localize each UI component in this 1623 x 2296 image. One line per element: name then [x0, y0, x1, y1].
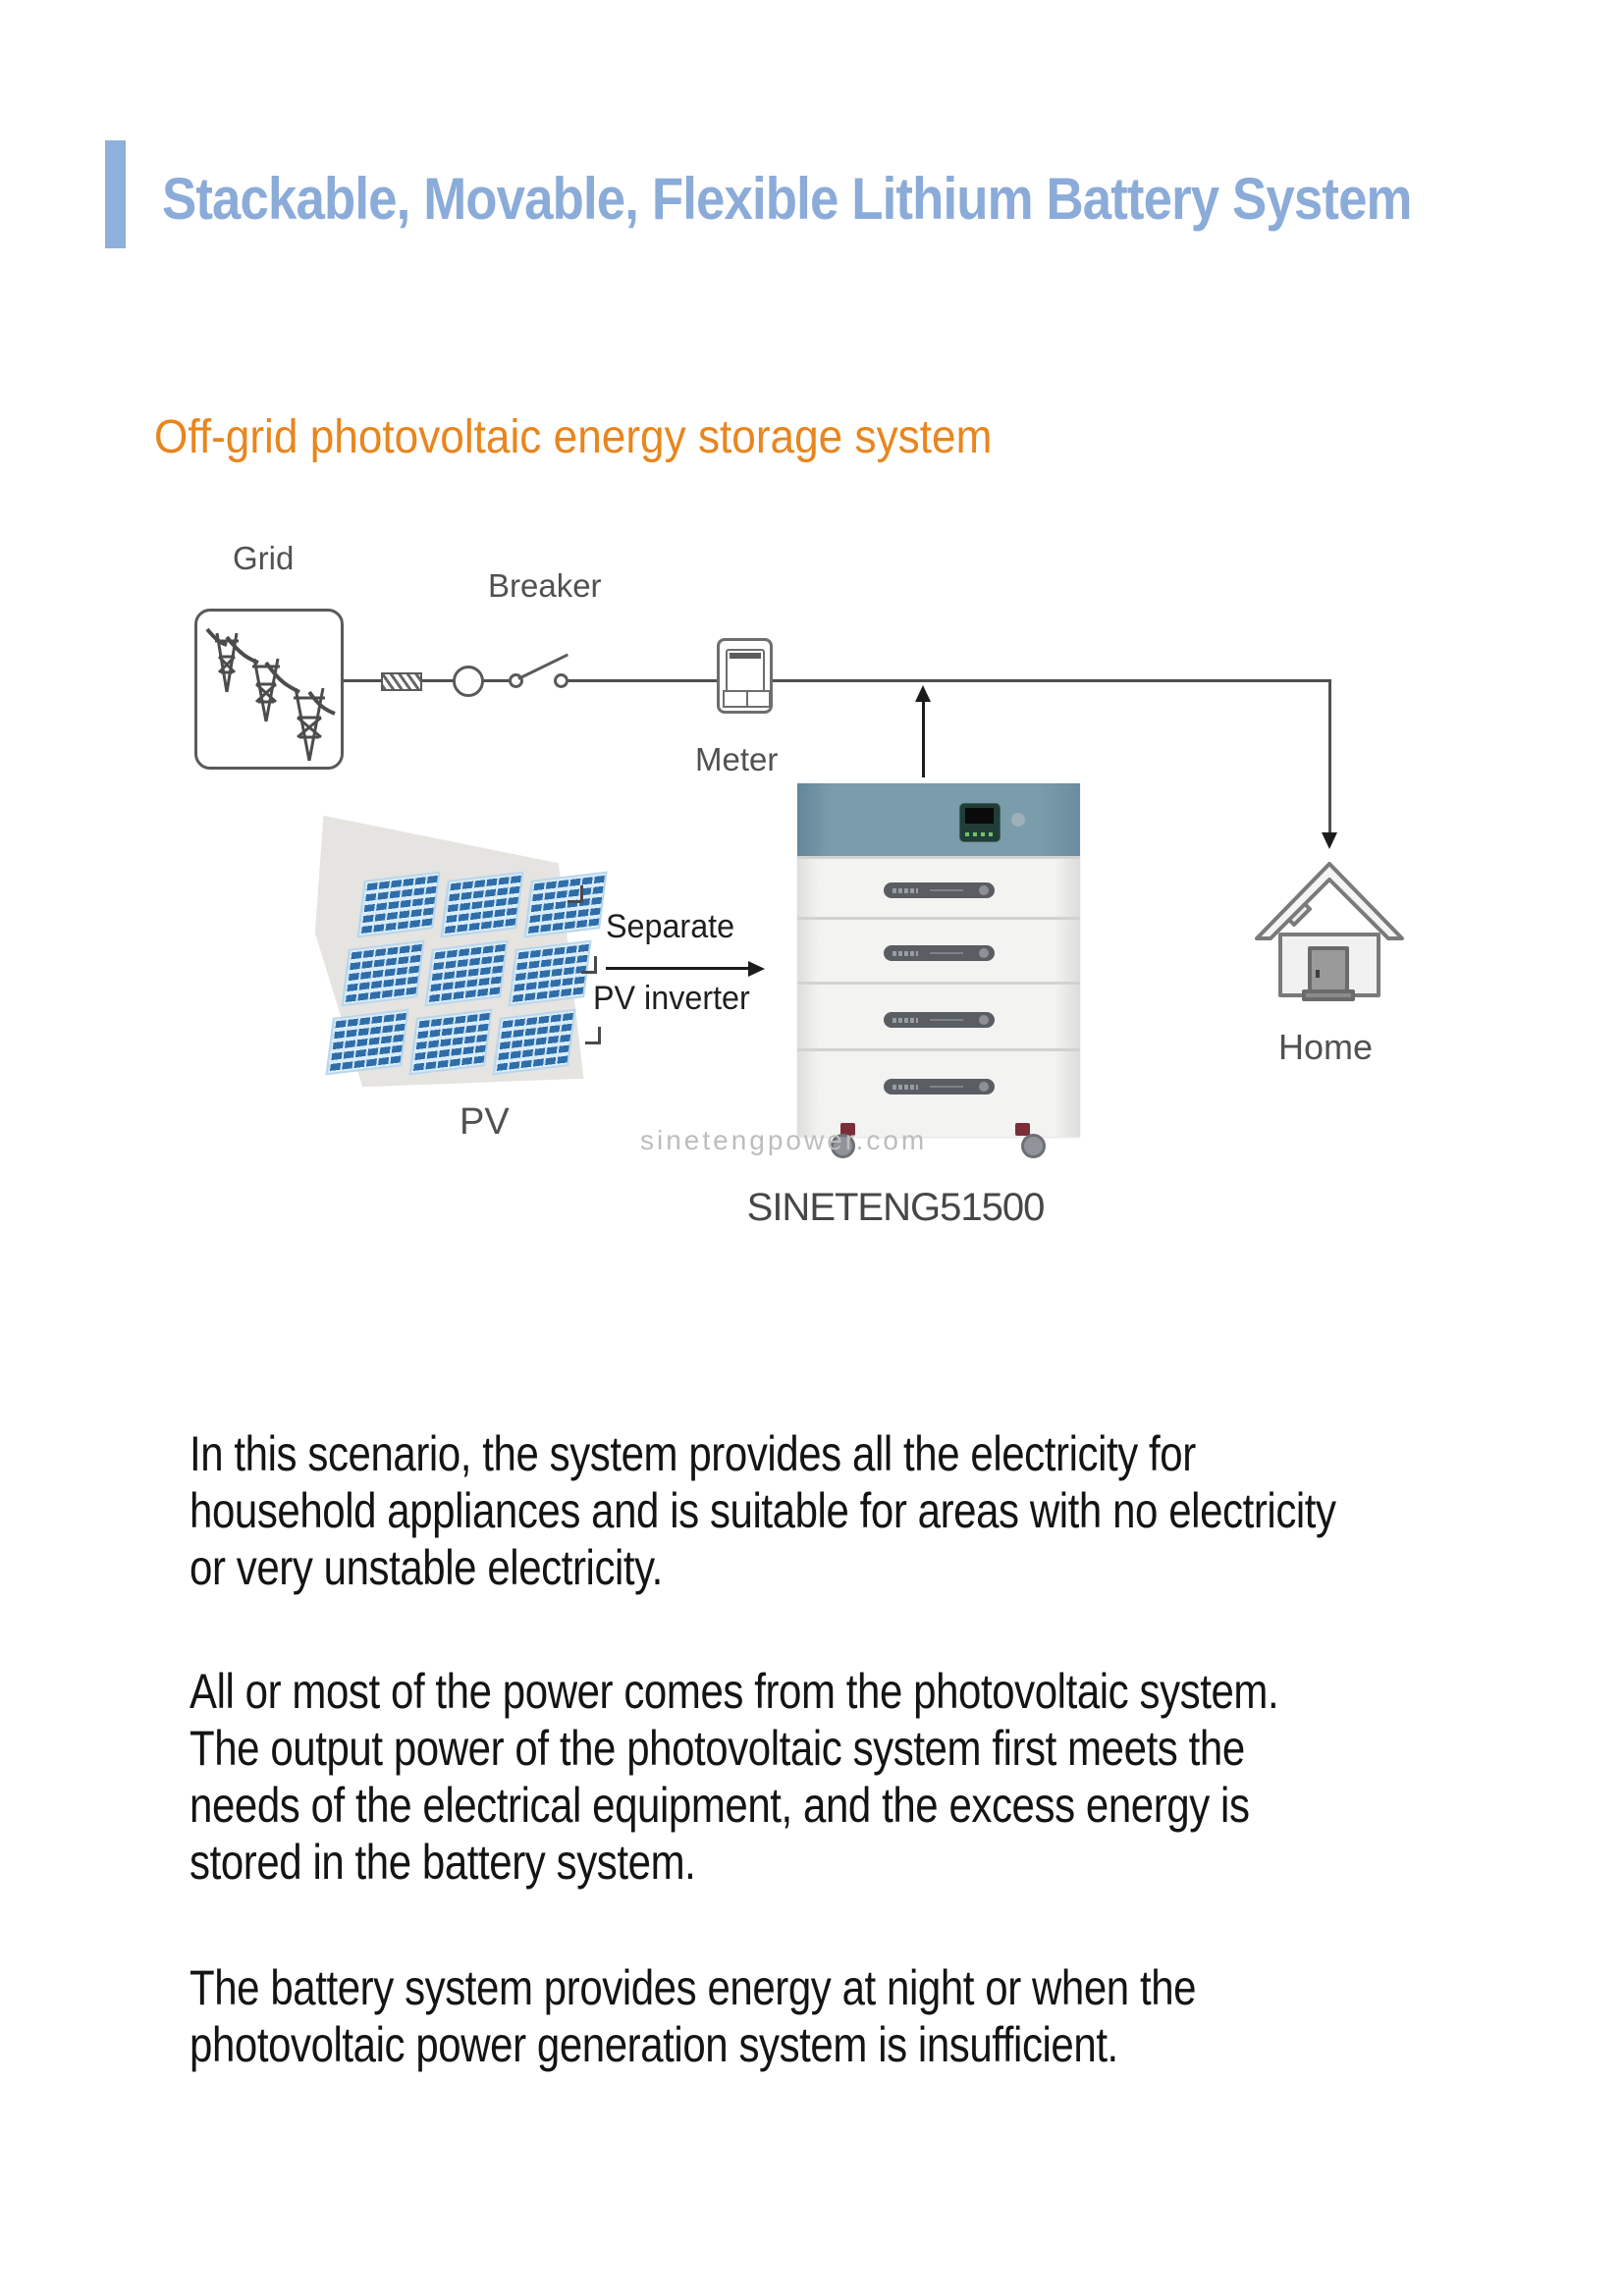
battery-module: [797, 982, 1080, 1051]
battery-stack: [797, 783, 1080, 1137]
paragraph-line: household appliances and is suitable for…: [189, 1483, 1336, 1538]
paragraph-line: needs of the electrical equipment, and t…: [189, 1778, 1250, 1833]
arrowhead-to-home: [1322, 832, 1337, 849]
solar-panel-icon: [356, 871, 441, 938]
pv-panel-row: [325, 1008, 576, 1076]
pv-label: PV: [460, 1101, 510, 1143]
battery-inverter-head: [797, 783, 1080, 856]
paragraph-line: photovoltaic power generation system is …: [189, 2017, 1118, 2072]
paragraph-1: In this scenario, the system provides al…: [189, 1425, 1336, 1596]
paragraph-3: The battery system provides energy at ni…: [189, 1959, 1197, 2073]
breaker-label: Breaker: [488, 567, 602, 604]
pv-to-battery-arrowhead: [748, 961, 765, 977]
solar-panel-icon: [341, 939, 425, 1007]
arrowhead-battery-up: [915, 685, 931, 702]
battery-module: [797, 1048, 1080, 1140]
solar-panel-icon: [440, 871, 524, 938]
paragraph-line: All or most of the power comes from the …: [189, 1664, 1279, 1719]
solar-panel-icon: [492, 1008, 576, 1076]
grid-label: Grid: [233, 540, 295, 576]
caster-wheel-icon: [831, 1134, 855, 1158]
pv-connector-icon: [581, 956, 597, 974]
paragraph-line: stored in the battery system.: [189, 1835, 696, 1890]
caster-bracket-icon: [840, 1123, 855, 1136]
switch-contact-right: [554, 673, 568, 688]
battery-model-label: SINETENG51500: [746, 1186, 1046, 1229]
battery-power-button-icon: [1011, 813, 1025, 827]
battery-module-panel: [884, 945, 995, 961]
battery-module: [797, 917, 1080, 985]
pv-to-battery-arrow-line: [606, 967, 751, 970]
pv-panel-row: [356, 871, 608, 938]
home-icon: [1245, 856, 1410, 1005]
wire-grid-to-breaker: [338, 679, 511, 682]
pv-connector-icon: [568, 885, 583, 903]
battery-module: [797, 856, 1080, 920]
paragraph-line: The battery system provides energy at ni…: [189, 1960, 1197, 2015]
fuse-icon: [381, 672, 422, 691]
home-label: Home: [1278, 1027, 1374, 1067]
meter-icon: [717, 638, 773, 714]
paragraph-line: The output power of the photovoltaic sys…: [189, 1721, 1245, 1776]
battery-display-icon: [959, 803, 1001, 842]
pv-connector-icon: [585, 1027, 601, 1044]
wire-breaker-to-home: [568, 679, 1330, 682]
battery-module-panel: [884, 1012, 995, 1028]
paragraph-line: or very unstable electricity.: [189, 1540, 663, 1595]
title-accent-bar: [105, 140, 126, 248]
battery-module-panel: [884, 1079, 995, 1095]
watermark-text: sinetengpower.com: [640, 1125, 928, 1155]
solar-panel-icon: [408, 1008, 493, 1076]
wire-battery-up: [922, 699, 925, 777]
meter-label: Meter: [695, 741, 779, 777]
grid-icon: [194, 609, 344, 770]
caster-bracket-icon: [1015, 1123, 1030, 1136]
solar-panel-icon: [325, 1008, 409, 1076]
battery-module-panel: [884, 882, 995, 898]
paragraph-line: In this scenario, the system provides al…: [189, 1426, 1196, 1481]
section-subtitle: Off-grid photovoltaic energy storage sys…: [154, 411, 993, 463]
breaker-circle-icon: [453, 666, 484, 697]
meter-terminals: [723, 690, 771, 708]
meter-screen: [726, 649, 765, 692]
solar-panel-icon: [523, 871, 608, 938]
wire-down-to-home: [1328, 679, 1331, 834]
separate-label-line1: Separate: [606, 908, 735, 945]
page-title: Stackable, Movable, Flexible Lithium Bat…: [162, 166, 1413, 232]
solar-panel-icon: [424, 939, 509, 1007]
pv-panel-row: [341, 939, 592, 1007]
paragraph-2: All or most of the power comes from the …: [189, 1663, 1279, 1891]
solar-panel-icon: [508, 939, 592, 1007]
caster-wheel-icon: [1021, 1134, 1046, 1158]
separate-label-line2: PV inverter: [593, 980, 750, 1017]
